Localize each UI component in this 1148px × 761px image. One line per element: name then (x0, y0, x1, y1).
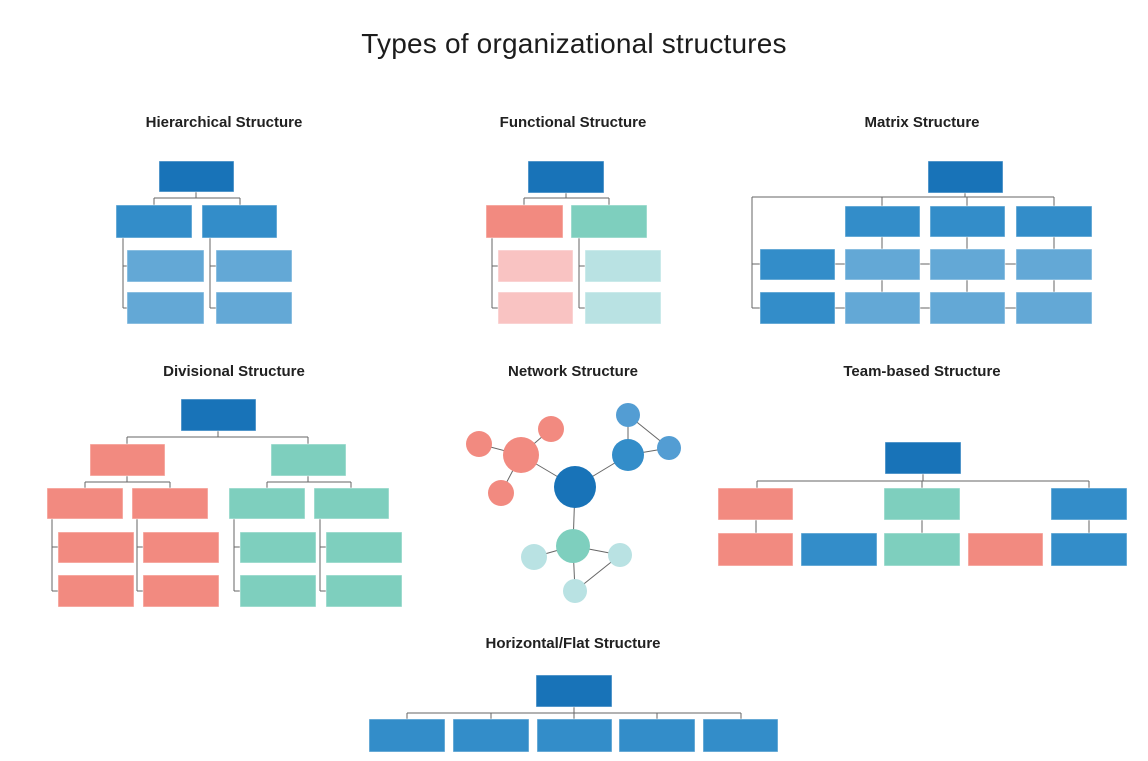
matrix-box (1015, 291, 1093, 325)
panel-title-network: Network Structure (507, 363, 639, 380)
matrix-box (929, 248, 1006, 281)
functional-box (570, 204, 648, 239)
divisional-box (131, 487, 209, 520)
matrix-box (844, 291, 921, 325)
network-node (466, 431, 492, 457)
team-based-box (1050, 487, 1128, 521)
functional-box (584, 249, 662, 283)
team-based-box (884, 441, 962, 475)
panel-title-functional: Functional Structure (499, 114, 647, 131)
horizontal-flat-box (452, 718, 530, 753)
divisional-box (228, 487, 306, 520)
hierarchical-box (115, 204, 193, 239)
team-based-box (967, 532, 1044, 567)
horizontal-flat-box (535, 674, 613, 708)
matrix-box (929, 291, 1006, 325)
matrix-box (759, 248, 836, 281)
network-node (616, 403, 640, 427)
divisional-box (142, 574, 220, 608)
page-title: Types of organizational structures (361, 28, 787, 59)
team-based-box (1050, 532, 1128, 567)
matrix-box (844, 248, 921, 281)
panel-title-hierarchical: Hierarchical Structure (145, 114, 303, 131)
team-based-box (717, 532, 794, 567)
network-node (657, 436, 681, 460)
panel-title-team-based: Team-based Structure (843, 363, 1001, 380)
divisional-box (46, 487, 124, 520)
divisional-box (142, 531, 220, 564)
functional-box (485, 204, 564, 239)
panel-title-horizontal-flat: Horizontal/Flat Structure (485, 635, 661, 652)
matrix-box (929, 205, 1006, 238)
hierarchical-box (201, 204, 278, 239)
divisional-box (313, 487, 390, 520)
network-node (563, 579, 587, 603)
horizontal-flat-box (618, 718, 696, 753)
network-node (608, 543, 632, 567)
divisional-box (180, 398, 257, 432)
team-based-box (717, 487, 794, 521)
divisional-box (89, 443, 166, 477)
divisional-box (57, 574, 135, 608)
network-node (521, 544, 547, 570)
network-node (503, 437, 539, 473)
network-node (554, 466, 596, 508)
panel-title-divisional: Divisional Structure (163, 363, 305, 380)
network-node (538, 416, 564, 442)
matrix-box (1015, 248, 1093, 281)
hierarchical-box (215, 249, 293, 283)
network-node (556, 529, 590, 563)
matrix-box (759, 291, 836, 325)
divisional-box (325, 574, 403, 608)
hierarchical-box (215, 291, 293, 325)
functional-box (497, 291, 574, 325)
divisional-box (239, 531, 317, 564)
horizontal-flat-box (536, 718, 613, 753)
panel-title-matrix: Matrix Structure (864, 114, 980, 131)
divisional-box (325, 531, 403, 564)
matrix-box (927, 160, 1004, 194)
hierarchical-box (126, 291, 205, 325)
horizontal-flat-box (368, 718, 446, 753)
team-based-box (883, 487, 961, 521)
horizontal-flat-box (702, 718, 779, 753)
network-node (612, 439, 644, 471)
hierarchical-box (126, 249, 205, 283)
team-based-box (883, 532, 961, 567)
hierarchical-box (158, 160, 235, 193)
functional-box (527, 160, 605, 194)
functional-box (497, 249, 574, 283)
functional-box (584, 291, 662, 325)
divisional-box (57, 531, 135, 564)
matrix-box (844, 205, 921, 238)
divisional-box (239, 574, 317, 608)
matrix-box (1015, 205, 1093, 238)
team-based-box (800, 532, 878, 567)
divisional-box (270, 443, 347, 477)
network-node (488, 480, 514, 506)
